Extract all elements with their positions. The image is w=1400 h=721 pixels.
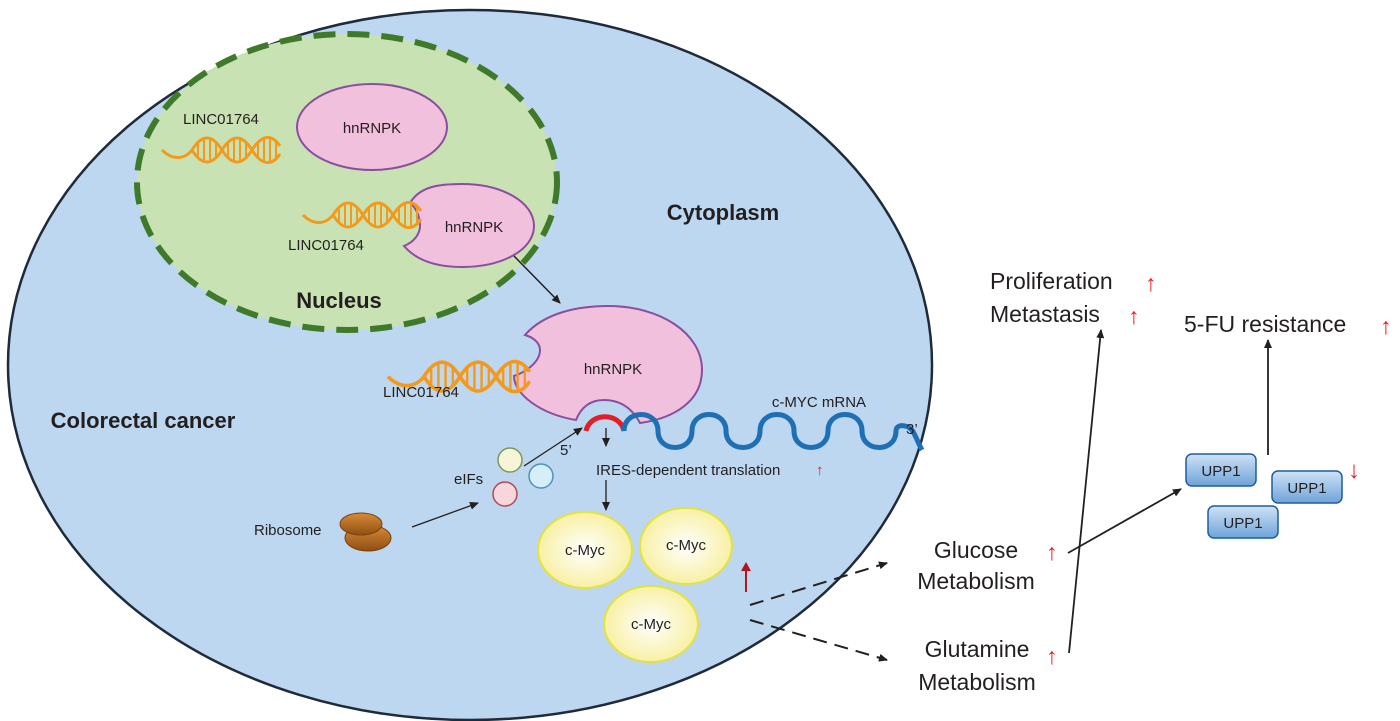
ires-up-arrow: ↑ — [816, 462, 824, 479]
eifs-label: eIFs — [454, 471, 483, 488]
nucleus-envelope — [134, 31, 560, 333]
metastasis-label: Metastasis — [990, 301, 1100, 327]
glutamine-label: Glutamine — [925, 636, 1030, 662]
glutamine-to-proliferation-arrow — [1068, 329, 1105, 654]
upp1-label-1: UPP1 — [1201, 463, 1240, 480]
hnrnpk-label-cytoplasmic: hnRNPK — [584, 361, 642, 378]
linc01764-label-nuclear: LINC01764 — [183, 111, 259, 128]
glucose-up-arrow: ↑ — [1046, 539, 1058, 565]
cmyc-label-1: c-Myc — [565, 542, 605, 559]
cytoplasm-label: Cytoplasm — [667, 200, 779, 225]
cmyc-protein — [603, 585, 699, 663]
linc01764-label-cytoplasmic: LINC01764 — [383, 384, 459, 401]
cmyc-protein — [537, 511, 633, 589]
upp1-protein — [1271, 470, 1343, 504]
hnrnpk-complex-nuclear — [402, 182, 536, 269]
cmyc-mrna-strand — [621, 412, 925, 452]
cmyc-label-2: c-Myc — [666, 537, 706, 554]
hnrnpk-complex-cytoplasmic — [512, 304, 704, 425]
hnrnpk-protein-nuclear — [296, 83, 448, 171]
five-prime-label: 5’ — [560, 442, 572, 459]
glucose-metabolism-label: Metabolism — [917, 568, 1035, 594]
hnrnpk-label-nuclear: hnRNPK — [343, 120, 401, 137]
cmyc-to-glucose-arrow — [749, 561, 888, 606]
nucleus-label: Nucleus — [296, 288, 382, 313]
ribosome-label: Ribosome — [254, 522, 322, 539]
export-arrow — [513, 255, 561, 304]
cmyc-label-3: c-Myc — [631, 616, 671, 633]
cmyc-increase-arrow — [741, 562, 751, 592]
upp1-down-arrow: ↓ — [1348, 457, 1360, 484]
ires-translation-label: IRES-dependent translation — [596, 462, 780, 479]
eif-to-ires-arrow — [523, 427, 583, 467]
cmyc-to-glutamine-arrow — [749, 619, 888, 662]
ribosome-to-eif-arrow — [411, 501, 479, 528]
glucose-label: Glucose — [934, 537, 1018, 563]
glutamine-up-arrow: ↑ — [1046, 643, 1058, 669]
cmyc-mrna-label: c-MYC mRNA — [772, 394, 866, 411]
proliferation-label: Proliferation — [990, 268, 1113, 294]
upp1-label-3: UPP1 — [1223, 515, 1262, 532]
three-prime-label: 3’ — [906, 421, 918, 438]
metastasis-up-arrow: ↑ — [1128, 303, 1140, 329]
cell-type-label: Colorectal cancer — [51, 408, 236, 433]
ribosome-icon — [339, 512, 392, 552]
upp1-label-2: UPP1 — [1287, 480, 1326, 497]
hnrnpk-label-complex-nuclear: hnRNPK — [445, 219, 503, 236]
glutamine-metabolism-label: Metabolism — [918, 669, 1036, 695]
linc01764-label-complex-nuclear: LINC01764 — [288, 237, 364, 254]
upp1-protein — [1207, 505, 1279, 539]
upp1-protein — [1185, 453, 1257, 487]
resistance-label: 5-FU resistance — [1184, 311, 1346, 337]
eif-circles-icon — [492, 447, 554, 507]
cmyc-protein — [639, 507, 733, 585]
glucose-to-upp1-arrow — [1067, 488, 1182, 554]
resistance-up-arrow: ↑ — [1380, 313, 1392, 339]
proliferation-up-arrow: ↑ — [1145, 270, 1157, 296]
